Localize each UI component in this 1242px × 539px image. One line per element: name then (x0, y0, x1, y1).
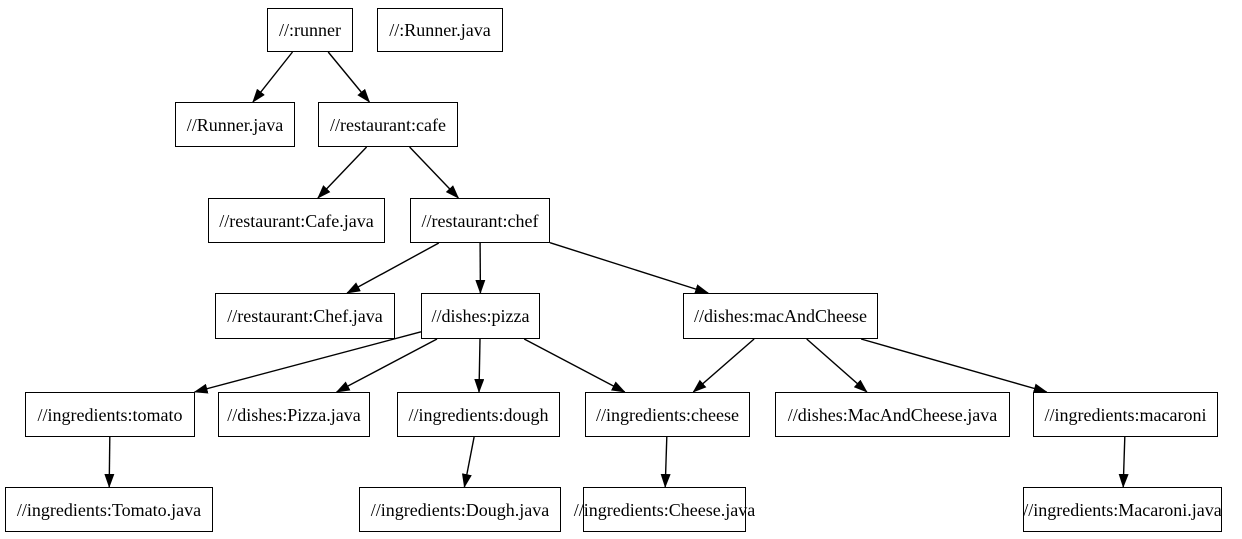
edge-mac-and-cheese-to-macaroni (860, 338, 1048, 394)
graph-node-tomato-java: //ingredients:Tomato.java (5, 487, 213, 532)
edge-runner-to-runner-java (252, 51, 294, 103)
graph-node-runner-java-root: //:Runner.java (377, 8, 503, 52)
graph-node-runner: //:runner (267, 8, 353, 52)
edge-dough-to-dough-java (461, 436, 475, 488)
graph-node-cheese-java: //ingredients:Cheese.java (574, 487, 755, 532)
graph-node-tomato: //ingredients:tomato (25, 392, 195, 437)
graph-node-mac-and-cheese: //dishes:macAndCheese (683, 293, 878, 339)
graph-node-mac-and-cheese-java: //dishes:MacAndCheese.java (775, 392, 1010, 437)
edge-cafe-to-chef (409, 146, 460, 199)
edge-group (104, 51, 1129, 488)
edge-chef-to-mac-and-cheese (549, 242, 710, 294)
graph-node-runner-java: //Runner.java (175, 102, 295, 147)
graph-node-chef-java: //restaurant:Chef.java (215, 293, 395, 339)
graph-node-chef: //restaurant:chef (410, 198, 550, 243)
graph-node-cafe-java: //restaurant:Cafe.java (208, 198, 385, 243)
graph-node-cafe: //restaurant:cafe (318, 102, 458, 147)
edge-tomato-to-tomato-java (104, 436, 115, 488)
edge-pizza-to-pizza-java (335, 338, 438, 393)
graph-node-pizza-java: //dishes:Pizza.java (218, 392, 370, 437)
graph-node-macaroni: //ingredients:macaroni (1033, 392, 1218, 437)
edge-mac-and-cheese-to-mac-and-cheese-java (806, 338, 868, 393)
graph-node-macaroni-java: //ingredients:Macaroni.java (1023, 487, 1222, 532)
edge-macaroni-to-macaroni-java (1118, 436, 1129, 488)
edge-pizza-to-cheese (523, 338, 626, 393)
edge-pizza-to-dough (474, 338, 485, 393)
graph-node-dough-java: //ingredients:Dough.java (359, 487, 561, 532)
edge-mac-and-cheese-to-cheese (692, 338, 755, 393)
graph-node-cheese: //ingredients:cheese (585, 392, 750, 437)
graph-node-dough: //ingredients:dough (397, 392, 560, 437)
graph-node-pizza: //dishes:pizza (421, 293, 540, 339)
edge-runner-to-cafe (327, 51, 371, 103)
edge-pizza-to-tomato (193, 331, 422, 394)
edge-cheese-to-cheese-java (660, 436, 671, 488)
edge-cafe-to-cafe-java (317, 146, 368, 199)
edge-chef-to-chef-java (346, 242, 440, 294)
